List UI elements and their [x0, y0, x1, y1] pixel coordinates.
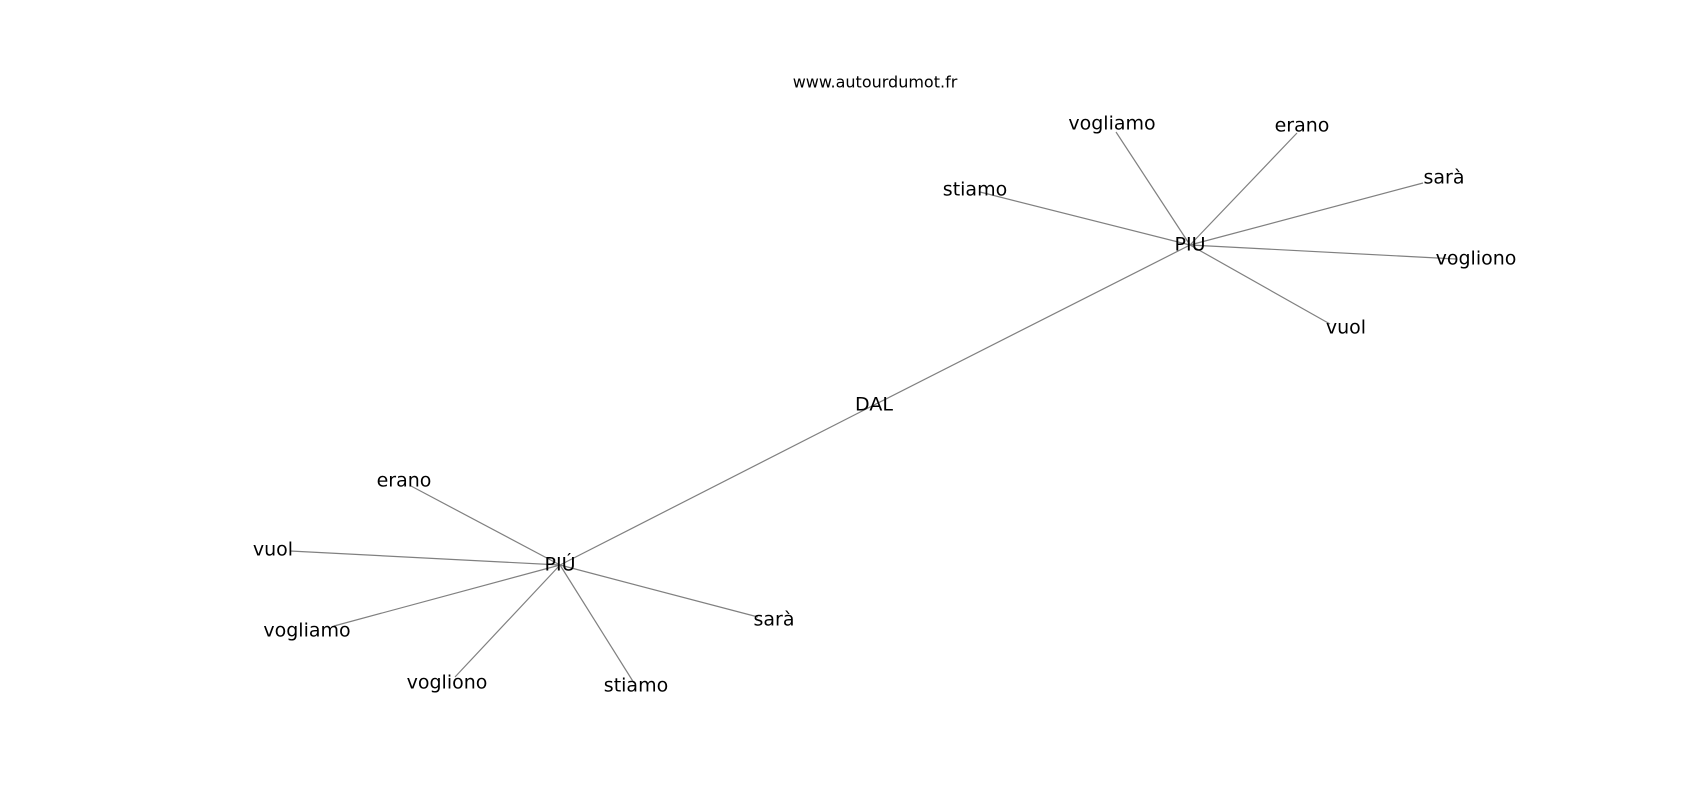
node-label-piu-vuol: vuol	[1326, 317, 1366, 339]
watermark-text: www.autourdumot.fr	[793, 73, 958, 92]
edge-piu-piu-vuol	[1189, 244, 1331, 325]
node-label-piu-erano: erano	[1275, 115, 1330, 137]
graph-nodes: DAL PIU PIÚ vogliamo erano stiamo sarà vogliono…	[253, 113, 1516, 697]
edge-piu2-piu2-sara	[559, 564, 759, 618]
edge-dal-piu	[873, 244, 1191, 406]
node-label-piu-vogliamo: vogliamo	[1068, 113, 1155, 135]
node-label-piu-stiamo: stiamo	[943, 179, 1007, 201]
node-label-piu2-erano: erano	[377, 470, 432, 492]
edge-piu2-piu2-vogliamo	[333, 564, 561, 627]
edge-piu2-piu2-erano	[410, 485, 561, 566]
edge-dal-piu2	[559, 404, 875, 566]
node-label-piu2-sara: sarà	[754, 609, 795, 631]
node-label-piu2-vuol: vuol	[253, 539, 293, 561]
edge-piu-piu-sara	[1189, 182, 1424, 246]
node-label-piu2-vogliamo: vogliamo	[263, 620, 350, 642]
edge-piu-piu-erano	[1189, 132, 1298, 246]
node-label-piu2-stiamo: stiamo	[604, 675, 668, 697]
node-label-piu2: PIÚ	[545, 552, 576, 576]
edge-piu-piu-stiamo	[979, 191, 1191, 246]
node-label-piu-sara: sarà	[1424, 167, 1465, 189]
edge-piu2-piu2-vogliono	[454, 564, 561, 678]
node-label-dal: DAL	[855, 394, 893, 416]
edge-piu-piu-vogliamo	[1115, 131, 1191, 246]
edge-piu2-piu2-stiamo	[559, 564, 635, 684]
node-label-piu2-vogliono: vogliono	[407, 672, 488, 694]
edge-piu-piu-vogliono	[1189, 244, 1457, 260]
graph-edges	[289, 131, 1457, 684]
edge-piu2-piu2-vuol	[289, 550, 561, 566]
node-label-piu: PIU	[1175, 234, 1206, 256]
node-label-piu-vogliono: vogliono	[1436, 248, 1517, 270]
